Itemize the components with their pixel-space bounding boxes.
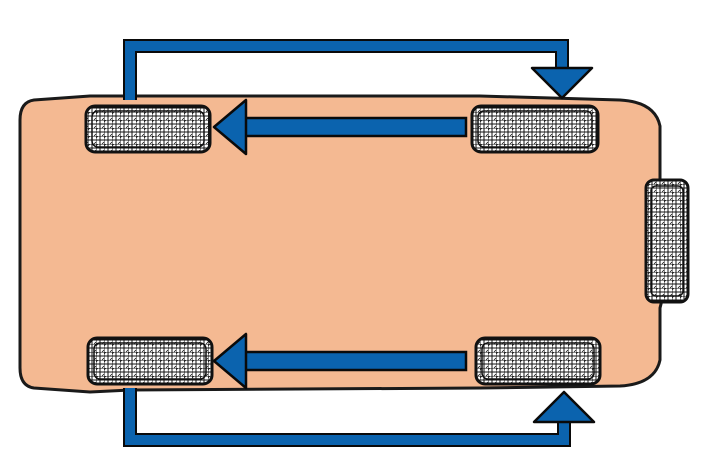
tire-rear-left bbox=[470, 104, 600, 154]
car-body bbox=[18, 94, 664, 394]
tire-spare bbox=[644, 178, 690, 304]
arrow-loop-bottom bbox=[123, 388, 596, 447]
arrow-straight-top bbox=[212, 98, 468, 156]
tire-front-left bbox=[84, 104, 212, 154]
arrow-straight-bottom bbox=[212, 332, 468, 390]
arrow-loop-top bbox=[123, 39, 594, 100]
tire-rear-right bbox=[474, 336, 602, 386]
tire-front-right bbox=[86, 336, 214, 386]
